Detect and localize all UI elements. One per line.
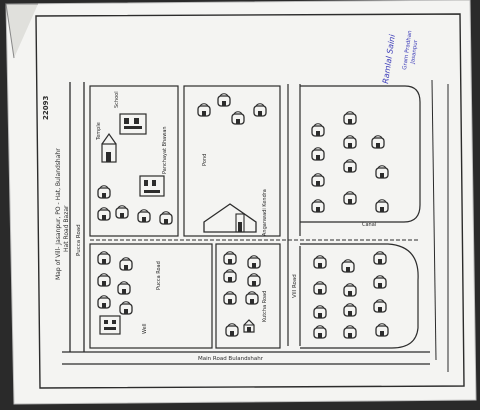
kutcha-road-label: Kutcha Road	[262, 291, 268, 322]
pucca-road-left	[69, 82, 85, 352]
panchayat-building	[139, 175, 165, 197]
main-road	[62, 351, 430, 365]
pucca-road-left-label: Pucca Road	[76, 224, 82, 256]
canal-label: Canal	[362, 222, 376, 228]
school-building	[119, 113, 147, 135]
sub-heading: Hat Road Bazar	[63, 205, 70, 252]
pond-label: Pond	[202, 154, 208, 166]
map-border	[35, 13, 465, 389]
stamp-line-2: Jasanpur	[410, 39, 420, 65]
paper-corner-fold	[6, 4, 38, 58]
block-north-west	[89, 85, 179, 237]
stamp-line-1: Gram Pradhan	[402, 30, 414, 71]
temple-shrine	[101, 132, 117, 163]
heading-block: Map of Vill- Jasanpur, PO - Hat, Bulands…	[42, 96, 70, 280]
panchayat-label: Panchayat Bhawan	[162, 126, 168, 174]
main-road-label: Main Road Bulandshahr	[198, 356, 264, 362]
anganwadi-hut	[203, 203, 257, 233]
block-south-west	[89, 243, 213, 349]
block-north-east	[300, 85, 421, 223]
block-north-center	[183, 85, 281, 237]
vill-road-label: Vill Road	[292, 274, 298, 298]
well-label: Well	[142, 323, 148, 334]
pucca-road-top-label: Pucca Road	[156, 261, 162, 290]
village-heading: Map of Vill- Jasanpur, PO - Hat, Bulands…	[55, 148, 62, 280]
well-structure	[99, 315, 121, 335]
temple-label: Temple	[96, 122, 102, 141]
school-label: School	[114, 91, 120, 108]
vill-road	[287, 84, 301, 346]
block-south-east	[300, 243, 419, 349]
anganwadi-label: Anganwadi Kendra	[262, 189, 268, 236]
map-code: 22093	[42, 96, 50, 120]
block-south-center	[215, 243, 281, 349]
